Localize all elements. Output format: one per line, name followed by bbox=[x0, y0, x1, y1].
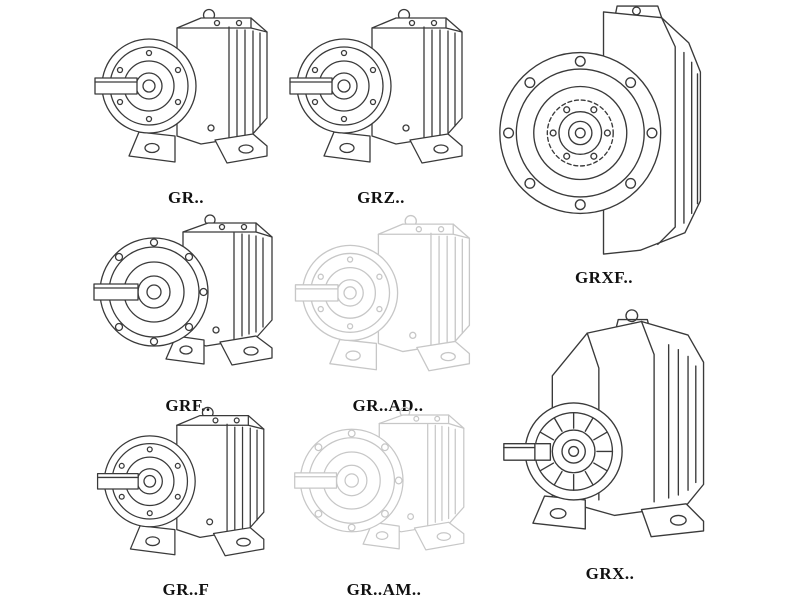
figure-grf: GRF.. bbox=[88, 212, 288, 416]
gear-reducer-drawing-grx bbox=[496, 306, 724, 560]
model-label-gr: GR.. bbox=[168, 188, 204, 207]
model-label-grx: GRX.. bbox=[585, 564, 635, 583]
gear-reducer-drawing-grxf bbox=[495, 2, 713, 264]
gear-reducer-drawing-grz bbox=[284, 6, 479, 184]
model-label-gram: GR..AM.. bbox=[346, 580, 422, 599]
gear-reducer-drawing-grf bbox=[88, 212, 288, 392]
model-label-grxf: GRXF.. bbox=[574, 268, 634, 287]
figure-gr: GR.. bbox=[88, 6, 284, 208]
model-label-grf: GRF.. bbox=[165, 396, 211, 415]
model-label-grf2: GR..F bbox=[162, 580, 210, 599]
figure-grxf: GRXF.. bbox=[490, 2, 718, 288]
figure-grf2: GR..F bbox=[88, 404, 284, 600]
figure-grad: GR..AD.. bbox=[288, 212, 488, 416]
gear-reducer-drawing-grad bbox=[288, 212, 488, 392]
figure-grx: GRX.. bbox=[494, 306, 726, 584]
model-label-grad: GR..AD.. bbox=[352, 396, 424, 415]
model-label-grz: GRZ.. bbox=[357, 188, 405, 207]
figure-gram: GR..AM.. bbox=[286, 404, 482, 600]
gear-reducer-drawing-grf2 bbox=[91, 404, 281, 576]
gear-reducer-drawing-gr bbox=[89, 6, 284, 184]
figure-grz: GRZ.. bbox=[283, 6, 479, 208]
gear-reducer-drawing-gram bbox=[289, 404, 479, 576]
